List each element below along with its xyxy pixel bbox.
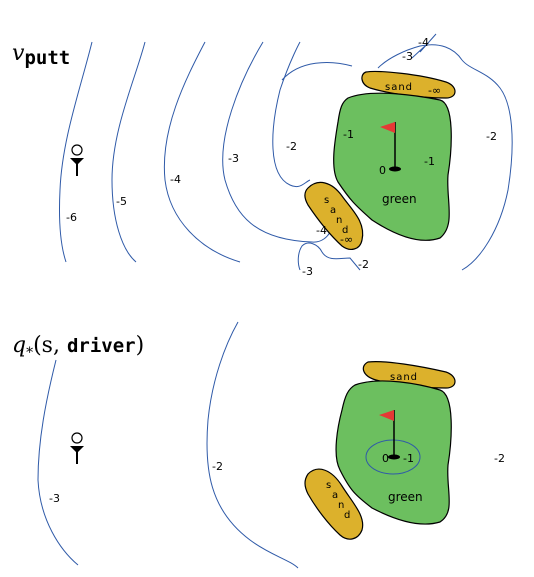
contour-line bbox=[365, 439, 421, 475]
hole-inner-value: 0 bbox=[382, 452, 389, 465]
sand-left-letter: s bbox=[324, 195, 330, 206]
contour-line bbox=[222, 41, 331, 243]
top-title: vputt bbox=[12, 41, 70, 69]
sand-left-value: -∞ bbox=[340, 233, 353, 246]
contour-label: -4 bbox=[316, 224, 327, 237]
contour-line bbox=[411, 33, 437, 59]
contour-label: -3 bbox=[228, 152, 239, 165]
sand-bunker-top bbox=[361, 70, 456, 99]
contour-line bbox=[163, 41, 241, 263]
top-panel: vputt sand -∞ green s a n d -∞ 0 bbox=[12, 33, 513, 278]
contour-label: -3 bbox=[402, 50, 413, 63]
bottom-panel: q*(s, driver) sand green s a n d 0 -1 -3 bbox=[12, 321, 505, 569]
sand-top-label: sand bbox=[385, 82, 413, 93]
contour-line bbox=[272, 41, 311, 188]
contour-label: -2 bbox=[486, 130, 497, 143]
sand-left-letter: s bbox=[326, 480, 332, 491]
sand-top-value: -∞ bbox=[428, 84, 441, 97]
hole-ring-value: -1 bbox=[403, 452, 414, 465]
green-label: green bbox=[382, 192, 417, 206]
hole-icon bbox=[388, 454, 400, 460]
contour-line bbox=[58, 41, 93, 263]
hole-value: 0 bbox=[379, 164, 386, 177]
sand-left-letter: a bbox=[330, 205, 337, 216]
flag-icon bbox=[380, 122, 395, 133]
sand-top-label: sand bbox=[390, 372, 418, 383]
contour-label: -2 bbox=[212, 460, 223, 473]
tee-icon bbox=[70, 432, 84, 464]
hole-icon bbox=[389, 166, 401, 172]
bottom-title: q*(s, driver) bbox=[12, 333, 144, 361]
contour-line bbox=[297, 242, 361, 271]
sand-left-letter: d bbox=[342, 225, 349, 236]
contour-label: -3 bbox=[302, 265, 313, 278]
sand-left-letter: d bbox=[344, 510, 351, 521]
contour-label: -2 bbox=[494, 452, 505, 465]
contour-label: -4 bbox=[170, 173, 181, 186]
contour-line bbox=[111, 41, 146, 263]
contour-label: -2 bbox=[286, 140, 297, 153]
green-label: green bbox=[388, 490, 423, 504]
flag-icon bbox=[379, 410, 394, 421]
contour-line bbox=[206, 321, 299, 569]
contour-line bbox=[37, 359, 79, 566]
contour-label: -4 bbox=[418, 36, 429, 49]
sand-left-letter: a bbox=[332, 490, 339, 501]
contour-label: -3 bbox=[49, 492, 60, 505]
contour-label: -1 bbox=[343, 128, 354, 141]
sand-left-letter: n bbox=[338, 500, 345, 511]
sand-bunker-left bbox=[304, 181, 364, 250]
sand-left-letter: n bbox=[336, 215, 343, 226]
tee-icon bbox=[70, 144, 84, 176]
contour-label: -5 bbox=[116, 195, 127, 208]
contour-label: -2 bbox=[358, 258, 369, 271]
contour-line bbox=[377, 44, 513, 271]
contour-label: -6 bbox=[66, 211, 77, 224]
sand-bunker-left bbox=[304, 468, 364, 540]
contour-line bbox=[281, 62, 353, 81]
contour-label: -1 bbox=[424, 155, 435, 168]
